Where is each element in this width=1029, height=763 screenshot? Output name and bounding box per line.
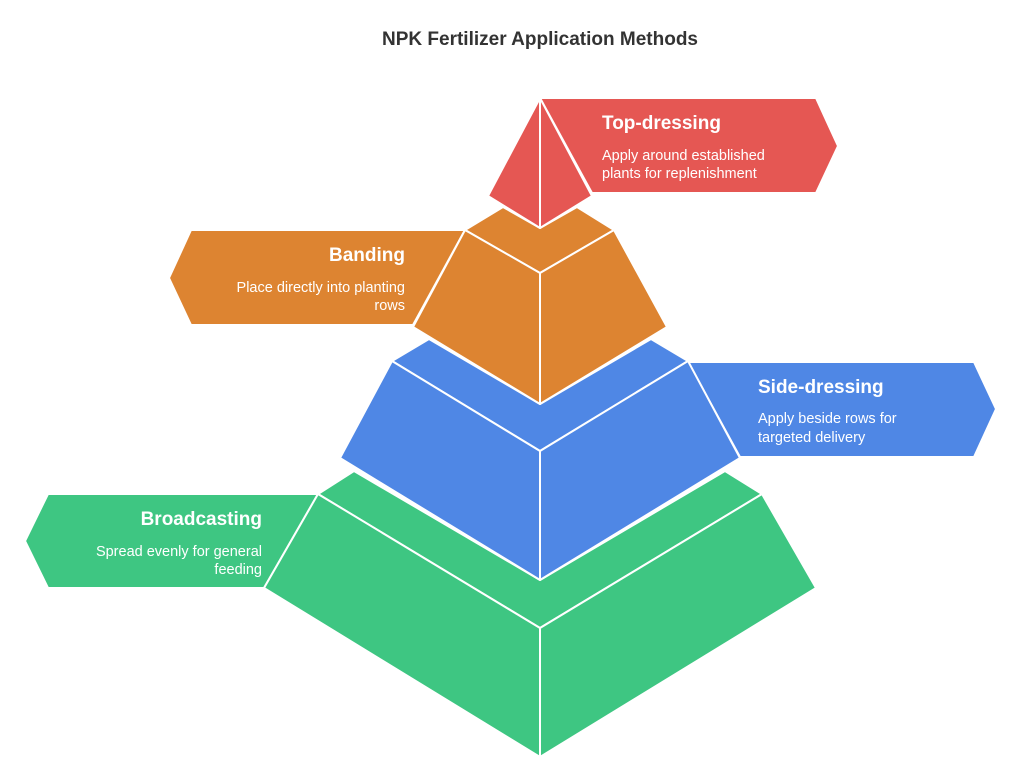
side-dressing-title: Side-dressing (758, 377, 884, 398)
broadcasting-desc-line-1: Spread evenly for general (96, 544, 262, 560)
top-dressing-right-face (539, 97, 593, 229)
top-dressing-label-banner (539, 97, 839, 194)
diagram-title: NPK Fertilizer Application Methods (382, 29, 698, 50)
top-dressing-title: Top-dressing (602, 113, 721, 134)
tier-side-dressing: Side-dressing Apply beside rows for targ… (339, 338, 997, 581)
side-dressing-desc-line-1: Apply beside rows for (758, 411, 897, 427)
top-dressing-left-face (487, 97, 541, 229)
broadcasting-desc-line-2: feeding (214, 562, 262, 578)
banding-right-face (539, 229, 668, 405)
banding-title: Banding (329, 245, 405, 266)
top-dressing-desc-line-1: Apply around established (602, 148, 765, 164)
broadcasting-right-face (539, 493, 817, 758)
side-dressing-right-face (539, 360, 741, 581)
broadcasting-title: Broadcasting (141, 509, 262, 530)
banding-desc-line-1: Place directly into planting (237, 280, 405, 296)
top-dressing-desc-line-2: plants for replenishment (602, 166, 757, 182)
banding-desc-line-2: rows (374, 298, 405, 314)
tier-broadcasting: Broadcasting Spread evenly for general f… (24, 470, 817, 758)
tier-banding: Banding Place directly into planting row… (168, 206, 668, 405)
side-dressing-desc-line-2: targeted delivery (758, 430, 866, 446)
tier-top-dressing: Top-dressing Apply around established pl… (487, 97, 839, 229)
